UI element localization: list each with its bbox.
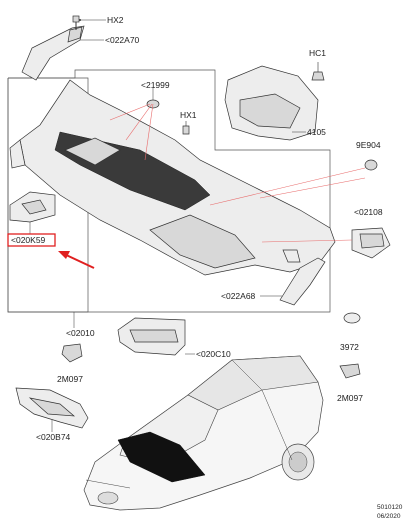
footer-code: 5010120 [377, 504, 403, 511]
vehicle-outline-part [83, 355, 324, 511]
label-02010: <02010 [66, 328, 95, 338]
panel-020k59-part [9, 191, 56, 223]
clip-9e904-icon [364, 159, 378, 171]
footer-date: 06/2020 [377, 513, 401, 520]
bracket-022a68-part [279, 249, 326, 306]
assembly-frame-outline [7, 69, 331, 313]
label-2m097-left: 2M097 [57, 374, 83, 384]
highlight-box [7, 233, 56, 247]
cowl-panel-part [9, 79, 336, 276]
label-9e904: 9E904 [356, 140, 381, 150]
clip-3972-icon [343, 312, 361, 324]
fastener-hx2-icon [72, 15, 80, 30]
bracket-02108-part [351, 227, 391, 259]
label-3972: 3972 [340, 342, 359, 352]
fastener-hx1-icon [182, 121, 190, 135]
label-hc1: HC1 [309, 48, 326, 58]
label-022a70: <022A70 [105, 35, 140, 45]
fastener-hc1-icon [311, 62, 325, 81]
bracket-020c10-part [117, 317, 186, 356]
label-020b74: <020B74 [36, 432, 71, 442]
label-022a68: <022A68 [221, 291, 256, 301]
label-02108: <02108 [354, 207, 383, 217]
highlight-arrow-icon [58, 251, 95, 269]
insulator-020b74-part [15, 387, 89, 429]
label-4105: 4105 [307, 127, 326, 137]
label-020c10: <020C10 [196, 349, 231, 359]
label-020k59: <020K59 [11, 235, 46, 245]
clip-2m097-left-icon [61, 343, 83, 363]
label-2m097-right: 2M097 [337, 393, 363, 403]
label-21999: <21999 [141, 80, 170, 90]
label-hx1: HX1 [180, 110, 197, 120]
label-hx2: HX2 [107, 15, 124, 25]
bracket-hx2-part [21, 25, 85, 81]
clip-2m097-right-icon [339, 363, 361, 379]
cover-4105-part [224, 65, 319, 141]
